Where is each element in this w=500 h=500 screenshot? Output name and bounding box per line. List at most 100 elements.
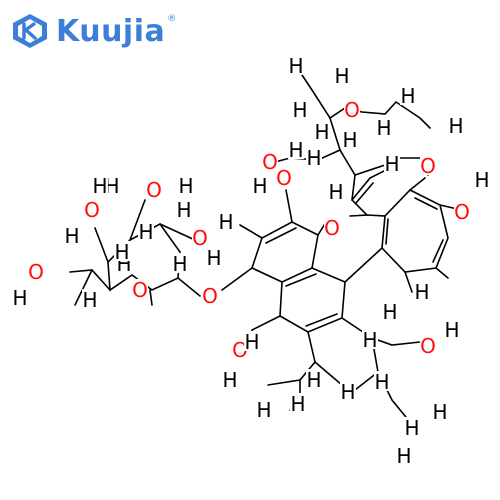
atom-label-bg <box>114 241 130 261</box>
atom-label-bg <box>384 153 400 173</box>
hydrogen-atom-label: H <box>176 198 191 222</box>
hydrogen-atom-label: H <box>218 210 233 234</box>
oxygen-atom-label: O <box>232 338 248 362</box>
oxygen-atom-label: O <box>28 260 44 284</box>
atom-label-bg <box>138 221 154 241</box>
oxygen-atom-label: O <box>454 200 470 224</box>
atom-label-bg <box>374 371 390 391</box>
oxygen-atom-label: O <box>192 226 208 250</box>
hydrogen-atom-label: H <box>448 114 463 138</box>
hydrogen-atom-label: H <box>114 240 129 264</box>
atom-label-bg <box>132 279 148 299</box>
hydrogen-atom-label: H <box>292 98 307 122</box>
atom-label-bg <box>288 139 304 159</box>
hydrogen-atom-label: H <box>400 84 415 108</box>
atom-label-bg <box>344 99 360 119</box>
hydrogen-atom-label: H <box>376 116 391 140</box>
atom-label-bg <box>192 227 208 247</box>
registered-mark: ® <box>167 14 177 24</box>
oxygen-atom-label: O <box>420 334 436 358</box>
atom-label-bg <box>362 329 378 349</box>
oxygen-atom-label: O <box>420 154 436 178</box>
atom-label-bg <box>376 117 392 137</box>
hydrogen-atom-label: H <box>206 246 221 270</box>
hydrogen-atom-label: H <box>12 286 27 310</box>
atom-label-bg <box>222 369 238 389</box>
atom-label-bg <box>288 55 304 75</box>
atom-label-bg <box>448 115 464 135</box>
hydrogen-atom-label: H <box>290 392 305 416</box>
atom-label-bg <box>306 369 322 389</box>
brand-name: Kuujia <box>56 13 166 49</box>
atom-label-bg <box>172 253 188 273</box>
atom-label-bg <box>84 199 100 219</box>
atom-label-bg <box>276 167 292 187</box>
brand-logo: Kuujia ® <box>10 12 180 50</box>
hydrogen-atom-label: H <box>288 138 303 162</box>
atom-label-bg <box>404 417 420 437</box>
oxygen-atom-label: O <box>324 216 340 240</box>
atom-label-bg <box>262 151 278 171</box>
hydrogen-atom-label: H <box>178 174 193 198</box>
hydrogen-atom-label: H <box>252 174 267 198</box>
hydrogen-atom-label: H <box>328 180 343 204</box>
hydrogen-atom-label: H <box>432 400 447 424</box>
hydrogen-atom-label: H <box>306 368 321 392</box>
atom-label-bg <box>432 401 448 421</box>
atom-label-bg <box>202 285 218 305</box>
atom-label-bg <box>290 393 306 413</box>
atom-label-bg <box>82 289 98 309</box>
atom-label-bg <box>420 155 436 175</box>
hydrogen-atom-label: H <box>92 174 107 198</box>
hydrogen-atom-label: H <box>306 146 321 170</box>
atom-label-bg <box>206 247 222 267</box>
atom-label-bg <box>340 381 356 401</box>
hydrogen-atom-label: H <box>384 152 399 176</box>
atom-label-bg <box>444 319 460 339</box>
oxygen-atom-label: O <box>344 98 360 122</box>
hydrogen-atom-label: H <box>82 288 97 312</box>
hydrogen-atom-label: H <box>404 416 419 440</box>
hydrogen-atom-label: H <box>334 64 349 88</box>
hydrogen-atom-label: H <box>172 252 187 276</box>
atom-label-bg <box>324 217 340 237</box>
oxygen-atom-label: O <box>146 178 162 202</box>
hydrogen-atom-label: H <box>244 330 259 354</box>
atom-label-bg <box>28 261 44 281</box>
atom-label-bg <box>400 85 416 105</box>
atom-label-bg <box>314 121 330 141</box>
atom-label-bg <box>306 147 322 167</box>
atom-label-bg <box>12 287 28 307</box>
atom-label-bg <box>244 331 260 351</box>
atom-label-bg <box>176 199 192 219</box>
hydrogen-atom-label: H <box>444 318 459 342</box>
hydrogen-atom-label: H <box>288 54 303 78</box>
atom-label-bg <box>396 445 412 465</box>
atom-label-bg <box>454 201 470 221</box>
oxygen-atom-label: O <box>132 278 148 302</box>
k-shield-logo-icon <box>13 14 47 48</box>
atom-label-bg <box>178 175 194 195</box>
hydrogen-atom-label: H <box>256 398 271 422</box>
hydrogen-atom-label: H <box>138 220 153 244</box>
hydrogen-atom-label: H <box>222 368 237 392</box>
atom-label-bg <box>382 301 398 321</box>
oxygen-atom-label: O <box>262 150 278 174</box>
atom-label-bg <box>420 335 436 355</box>
hydrogen-atom-label: H <box>382 300 397 324</box>
atom-label-bg <box>252 175 268 195</box>
atom-label-bg <box>334 65 350 85</box>
hydrogen-atom-label: H <box>64 224 79 248</box>
hydrogen-atom-label: H <box>396 444 411 468</box>
hydrogen-atom-label: H <box>104 174 119 198</box>
hydrogen-atom-label: H <box>340 380 355 404</box>
atom-label-bg <box>414 281 430 301</box>
atom-label-bg <box>256 399 272 419</box>
atom-label-bg <box>218 211 234 231</box>
oxygen-atom-label: O <box>202 284 218 308</box>
atom-label-bg <box>146 179 162 199</box>
oxygen-atom-label: O <box>84 198 100 222</box>
hydrogen-atom-label: H <box>374 370 389 394</box>
